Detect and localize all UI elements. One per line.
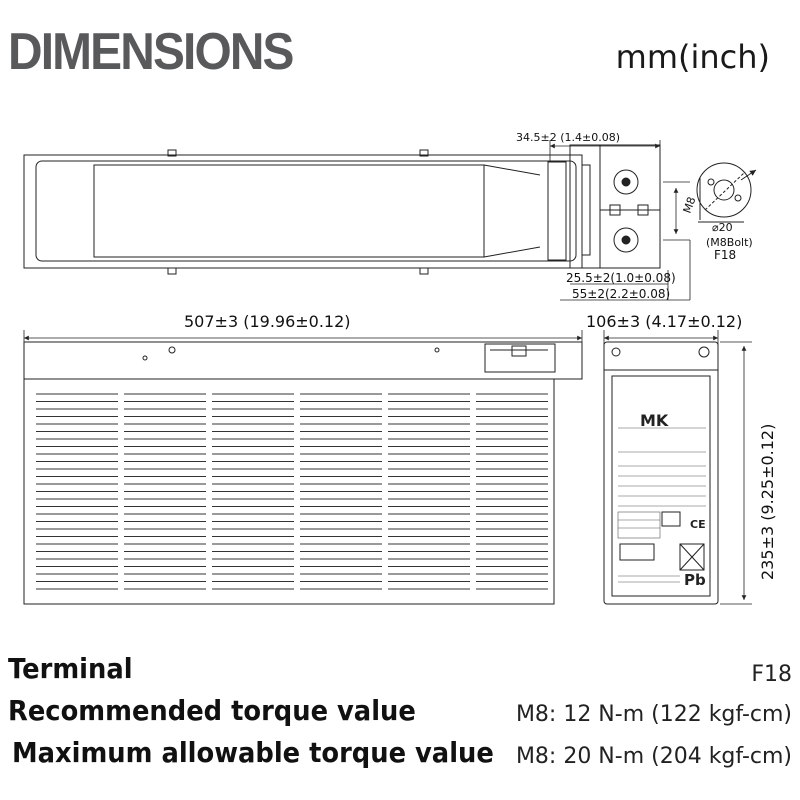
top-view-handle-recess (93, 164, 485, 258)
dim-terminal-depth-label: 55±2(2.2±0.08) (572, 287, 670, 301)
spec-label: Terminal (8, 652, 133, 685)
lead-symbol: Pb (684, 571, 706, 589)
front-view-lid (23, 341, 583, 380)
dim-width (603, 330, 719, 350)
page-title: DIMENSIONS (8, 23, 294, 81)
dim-height-label: 235±3 (9.25±0.12) (758, 424, 777, 580)
spec-value: M8: 12 N-m (122 kgf-cm) (515, 702, 792, 727)
units-label: mm(inch) (615, 38, 770, 76)
dim-height (720, 341, 752, 605)
spec-row-max-torque: Maximum allowable torque value M8: 20 N-… (0, 736, 800, 776)
dim-length-label: 507±3 (19.96±0.12) (184, 312, 351, 331)
dim-width-label: 106±3 (4.17±0.12) (586, 312, 742, 331)
spec-value: F18 (751, 662, 792, 687)
dim-terminal-spacing (560, 181, 691, 301)
terminal-positive-icon (613, 169, 639, 195)
dimension-drawing: 34.5±2 (1.4±0.08) 25.5±2(1.0±0.08) 55±2(… (23, 131, 777, 605)
side-view-case (603, 341, 719, 605)
spec-row-recommended-torque: Recommended torque value M8: 12 N-m (122… (0, 694, 800, 734)
top-view (23, 144, 661, 275)
spec-value: M8: 20 N-m (204 kgf-cm) (515, 744, 792, 769)
top-view-body (23, 154, 583, 269)
top-view-tray (35, 160, 577, 262)
terminal-bolt-icon (696, 162, 752, 218)
spec-label: Maximum allowable torque value (12, 736, 494, 769)
terminal-diameter-label: ⌀20 (712, 221, 733, 234)
terminal-code-label: F18 (714, 248, 736, 262)
spec-label: Recommended torque value (8, 694, 416, 727)
dim-terminal-offset (549, 140, 661, 162)
terminal-thread-label: M8 (681, 195, 699, 215)
side-view (603, 341, 719, 605)
terminal-negative-icon (613, 227, 639, 253)
brand-logo: MK (640, 411, 669, 430)
ce-mark-icon: CE (690, 518, 706, 531)
spec-row-terminal: Terminal F18 (0, 652, 800, 692)
dim-terminal-spacing-label: 25.5±2(1.0±0.08) (566, 271, 676, 285)
terminal-bolt-label: (M8Bolt) (706, 236, 753, 249)
front-view-case (23, 378, 555, 605)
dim-length (23, 330, 583, 350)
terminal-detail (696, 162, 757, 223)
front-view (23, 341, 583, 605)
dim-terminal-offset-label: 34.5±2 (1.4±0.08) (516, 131, 620, 144)
